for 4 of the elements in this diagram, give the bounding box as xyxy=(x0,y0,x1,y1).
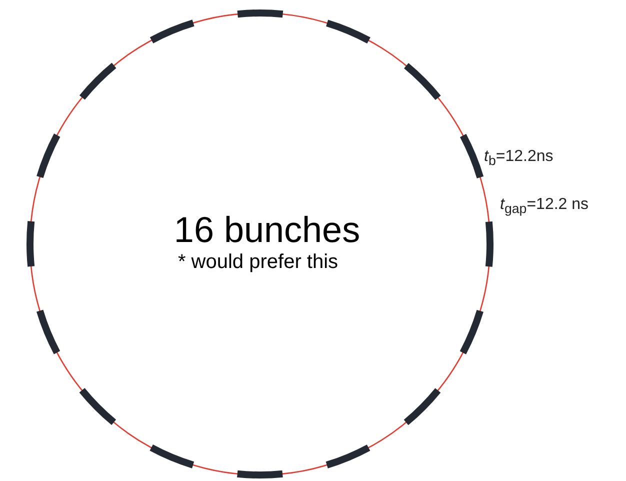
ring-title: 16 bunches xyxy=(174,210,360,250)
ring-note: * would prefer this xyxy=(178,250,338,274)
timing-label: t$_{b}$=12.2ns xyxy=(484,148,554,168)
timing-label: t$_{gap}$=12.2 ns xyxy=(500,196,589,216)
